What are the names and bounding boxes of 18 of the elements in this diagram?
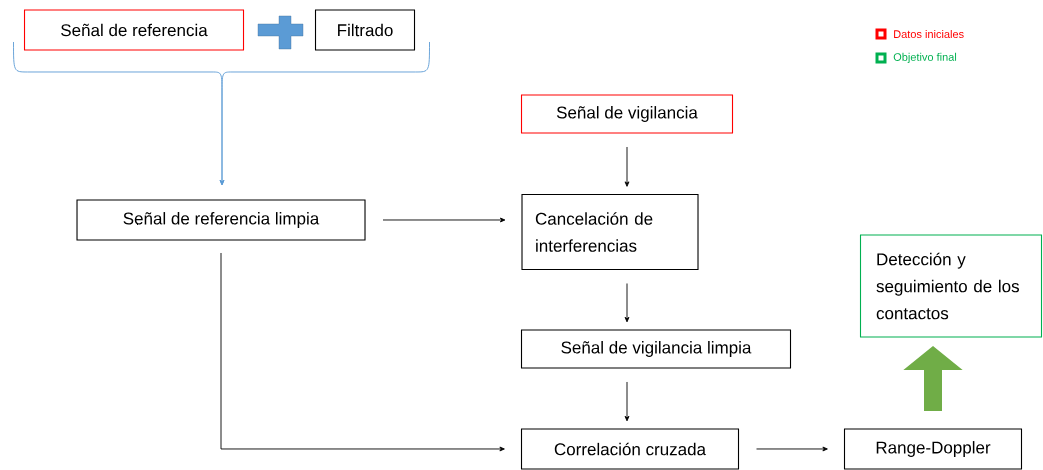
legend-label: Objetivo final [893, 52, 957, 64]
process-box: Correlación cruzada [520, 428, 740, 470]
process-box: Señal de vigilancia limpia [520, 329, 792, 369]
elbow-arrow [220, 252, 505, 452]
process-box: Señal de referencia limpia [76, 199, 366, 241]
legend-label: Datos iniciales [894, 29, 964, 39]
arrow [624, 146, 630, 187]
process-box: Señal de vigilancia [520, 94, 734, 134]
process-box: Señal de referencia [23, 9, 245, 51]
process-box: Detección y seguimiento de los contactos [859, 234, 1043, 338]
brace-arrow [219, 41, 430, 186]
process-box: Range-Doppler [843, 428, 1023, 470]
arrow [624, 381, 630, 422]
arrow [756, 446, 828, 452]
process-box: Cancelación de interferencias [521, 193, 699, 271]
arrow [382, 217, 506, 223]
arrow [624, 283, 630, 323]
process-box: Filtrado [314, 9, 416, 51]
